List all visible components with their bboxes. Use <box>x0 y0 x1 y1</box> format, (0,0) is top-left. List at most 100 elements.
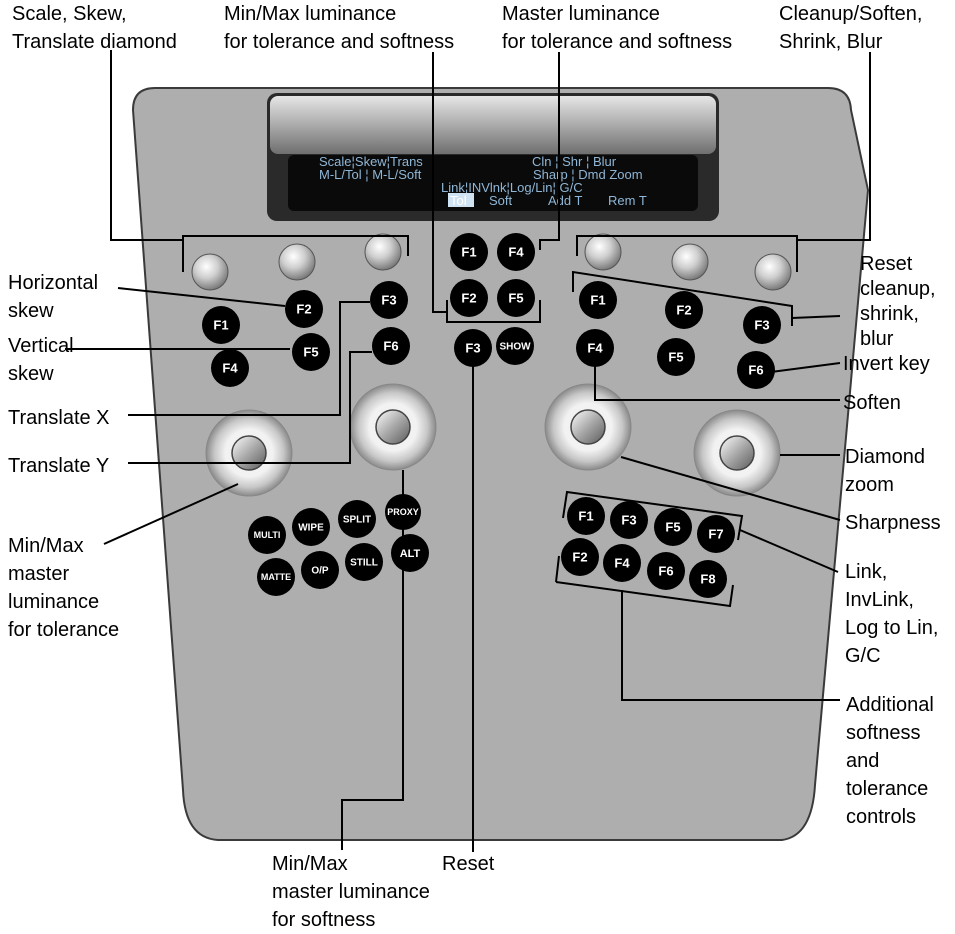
trackball-right-lower[interactable] <box>693 409 781 497</box>
knob-left-3[interactable] <box>364 233 402 271</box>
btn-lower-f4[interactable]: F4 <box>603 544 641 582</box>
btn-left-f5-cap[interactable] <box>292 333 330 371</box>
btn-op-cap[interactable] <box>301 551 339 589</box>
btn-left-f4[interactable]: F4 <box>211 349 249 387</box>
knob-right-1[interactable] <box>584 233 622 271</box>
btn-wipe[interactable]: WIPE <box>292 508 330 546</box>
btn-op-label: O/P <box>311 566 329 577</box>
btn-multi[interactable]: MULTI <box>248 516 286 554</box>
btn-lower-f8[interactable]: F8 <box>689 560 727 598</box>
btn-wipe-cap[interactable] <box>292 508 330 546</box>
btn-center-f2-cap[interactable] <box>450 279 488 317</box>
trackball-right-upper[interactable] <box>544 383 632 471</box>
trackball-left-lower[interactable] <box>205 409 293 497</box>
btn-left-f2[interactable]: F2 <box>285 290 323 328</box>
btn-right-f5-label: F5 <box>668 350 683 365</box>
btn-left-f1[interactable]: F1 <box>202 306 240 344</box>
btn-lower-f3[interactable]: F3 <box>610 501 648 539</box>
btn-alt[interactable]: ALT <box>391 534 429 572</box>
btn-show-cap[interactable] <box>496 327 534 365</box>
btn-lower-f2-cap[interactable] <box>561 538 599 576</box>
btn-matte[interactable]: MATTE <box>257 558 295 596</box>
btn-center-f2[interactable]: F2 <box>450 279 488 317</box>
btn-right-f1-label: F1 <box>590 293 605 308</box>
btn-lower-f8-cap[interactable] <box>689 560 727 598</box>
btn-multi-cap[interactable] <box>248 516 286 554</box>
btn-lower-f5-cap[interactable] <box>654 508 692 546</box>
btn-left-f5[interactable]: F5 <box>292 333 330 371</box>
knob-left-2[interactable] <box>278 243 316 281</box>
btn-center-f4[interactable]: F4 <box>497 233 535 271</box>
btn-proxy[interactable]: PROXY <box>385 494 421 530</box>
btn-center-f1[interactable]: F1 <box>450 233 488 271</box>
btn-lower-f7[interactable]: F7 <box>697 515 735 553</box>
btn-right-f3-cap[interactable] <box>743 306 781 344</box>
btn-lower-f1[interactable]: F1 <box>567 497 605 535</box>
btn-center-f5-cap[interactable] <box>497 279 535 317</box>
knob-right-2[interactable] <box>671 243 709 281</box>
callout-line: for tolerance <box>8 619 119 641</box>
btn-left-f6-cap[interactable] <box>372 327 410 365</box>
callout-line: controls <box>846 806 916 828</box>
btn-lower-f1-cap[interactable] <box>567 497 605 535</box>
btn-right-f2-label: F2 <box>676 303 691 318</box>
btn-center-f3[interactable]: F3 <box>454 329 492 367</box>
btn-left-f1-cap[interactable] <box>202 306 240 344</box>
btn-lower-f6[interactable]: F6 <box>647 552 685 590</box>
btn-right-f4-cap[interactable] <box>576 329 614 367</box>
btn-center-f1-cap[interactable] <box>450 233 488 271</box>
btn-right-f4[interactable]: F4 <box>576 329 614 367</box>
btn-lower-f4-cap[interactable] <box>603 544 641 582</box>
btn-op[interactable]: O/P <box>301 551 339 589</box>
btn-split-cap[interactable] <box>338 500 376 538</box>
btn-right-f1[interactable]: F1 <box>579 281 617 319</box>
btn-matte-cap[interactable] <box>257 558 295 596</box>
callout-line: Reset <box>860 253 913 275</box>
btn-right-f3[interactable]: F3 <box>743 306 781 344</box>
btn-center-f5-label: F5 <box>508 291 523 306</box>
btn-right-f5-cap[interactable] <box>657 338 695 376</box>
callout-line: master <box>8 563 69 585</box>
callout-line: Shrink, Blur <box>779 31 883 53</box>
btn-split[interactable]: SPLIT <box>338 500 376 538</box>
btn-left-f2-cap[interactable] <box>285 290 323 328</box>
knob-left-1[interactable] <box>191 253 229 291</box>
additional-bracket-bottom <box>555 581 734 608</box>
btn-center-f3-cap[interactable] <box>454 329 492 367</box>
btn-still[interactable]: STILL <box>345 543 383 581</box>
callout-line: blur <box>860 328 894 350</box>
btn-still-cap[interactable] <box>345 543 383 581</box>
btn-lower-f7-cap[interactable] <box>697 515 735 553</box>
btn-alt-cap[interactable] <box>391 534 429 572</box>
btn-left-f3[interactable]: F3 <box>370 281 408 319</box>
btn-lower-f2[interactable]: F2 <box>561 538 599 576</box>
callout-line: InvLink, <box>845 589 914 611</box>
callout-line: luminance <box>8 591 99 613</box>
btn-center-f5[interactable]: F5 <box>497 279 535 317</box>
btn-show[interactable]: SHOW <box>496 327 534 365</box>
btn-lower-f3-cap[interactable] <box>610 501 648 539</box>
display-top-bevel <box>270 96 716 154</box>
btn-lower-f6-cap[interactable] <box>647 552 685 590</box>
callout-scale-skew: Scale, Skew,Translate diamond <box>12 3 177 53</box>
btn-right-f1-cap[interactable] <box>579 281 617 319</box>
btn-proxy-cap[interactable] <box>385 494 421 530</box>
callout-line: skew <box>8 300 54 322</box>
lcd-tol: Tol <box>450 193 467 208</box>
btn-right-f6-cap[interactable] <box>737 351 775 389</box>
btn-center-f4-cap[interactable] <box>497 233 535 271</box>
btn-left-f6[interactable]: F6 <box>372 327 410 365</box>
trackball-left-upper[interactable] <box>349 383 437 471</box>
btn-right-f5[interactable]: F5 <box>657 338 695 376</box>
btn-lower-f5[interactable]: F5 <box>654 508 692 546</box>
btn-left-f3-cap[interactable] <box>370 281 408 319</box>
btn-left-f4-cap[interactable] <box>211 349 249 387</box>
btn-right-f6[interactable]: F6 <box>737 351 775 389</box>
btn-right-f2-cap[interactable] <box>665 291 703 329</box>
btn-center-f1-label: F1 <box>461 245 476 260</box>
knob-right-3[interactable] <box>754 253 792 291</box>
link-leader <box>739 529 839 573</box>
btn-right-f2[interactable]: F2 <box>665 291 703 329</box>
